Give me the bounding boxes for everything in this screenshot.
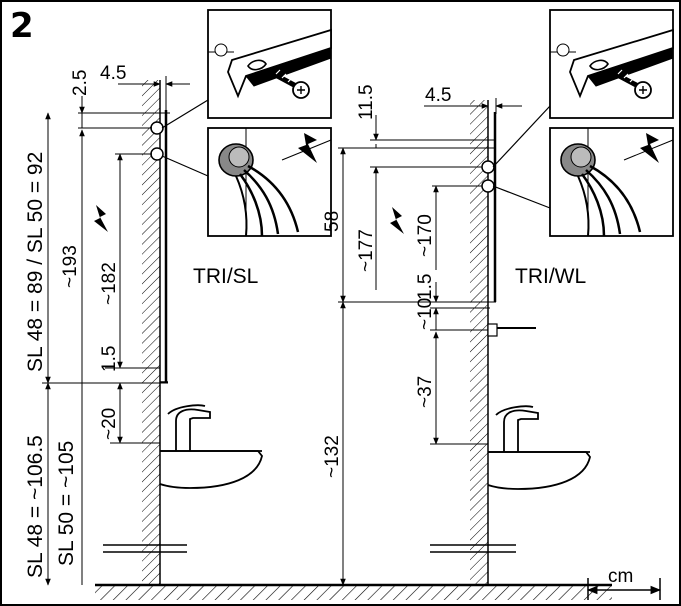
- left-panel: 2.5 4.5 SL 48 = 89 / SL 50 = 92 ~193 ~18…: [24, 9, 332, 586]
- electrical-hazard-icon: [94, 205, 108, 232]
- dim-left-rail-end: 1.5: [99, 346, 120, 372]
- dim-right-h10: ~10: [415, 298, 436, 330]
- left-wall: [103, 80, 187, 585]
- right-panel: 11.5 4.5 58 ~177 ~170 1.5 ~10 ~37 ~132 T…: [322, 9, 674, 586]
- dim-right-h170: ~170: [415, 214, 436, 257]
- dim-left-wall-distance: 4.5: [100, 63, 126, 84]
- lower-mount-hole: [150, 147, 164, 161]
- dim-right-h132: ~132: [322, 435, 343, 478]
- dim-right-h58: 58: [322, 211, 343, 232]
- unit-indicator: cm: [586, 566, 662, 600]
- right-wall: [430, 100, 516, 585]
- dim-left-floor-48: SL 48 = ~106.5: [24, 435, 47, 578]
- dim-left-floor-50: SL 50 = ~105: [55, 441, 78, 566]
- dim-right-h37: ~37: [415, 376, 436, 408]
- wall-mount-screw-icon: [549, 9, 674, 119]
- lower-mount-hole: [481, 179, 495, 193]
- dim-right-rail-end: 1.5: [415, 274, 436, 300]
- dim-left-top-offset: 2.5: [70, 70, 91, 96]
- dim-right-h177: ~177: [356, 229, 377, 272]
- right-rail: [481, 112, 536, 337]
- dim-left-h193: ~193: [60, 245, 81, 288]
- unit-label: cm: [608, 566, 633, 587]
- shower-head-icon: [207, 127, 332, 237]
- wall-mount-screw-icon: [207, 9, 332, 119]
- washbasin-icon: [159, 404, 263, 489]
- left-title: TRI/SL: [193, 265, 258, 288]
- upper-mount-hole: [150, 121, 164, 135]
- dim-left-tap-gap: ~20: [99, 408, 120, 440]
- dim-left-sl-height: SL 48 = 89 / SL 50 = 92: [24, 152, 47, 372]
- dim-right-top-offset: 11.5: [356, 84, 377, 120]
- ground: [95, 583, 612, 600]
- dim-right-wall-distance: 4.5: [425, 85, 451, 106]
- washbasin-icon: [487, 405, 591, 490]
- electrical-hazard-icon: [390, 207, 404, 234]
- right-title: TRI/WL: [515, 265, 586, 288]
- shower-head-icon: [549, 127, 674, 237]
- dim-left-h182: ~182: [99, 262, 120, 305]
- figure-number: 2: [10, 6, 34, 46]
- upper-mount-hole: [481, 160, 495, 174]
